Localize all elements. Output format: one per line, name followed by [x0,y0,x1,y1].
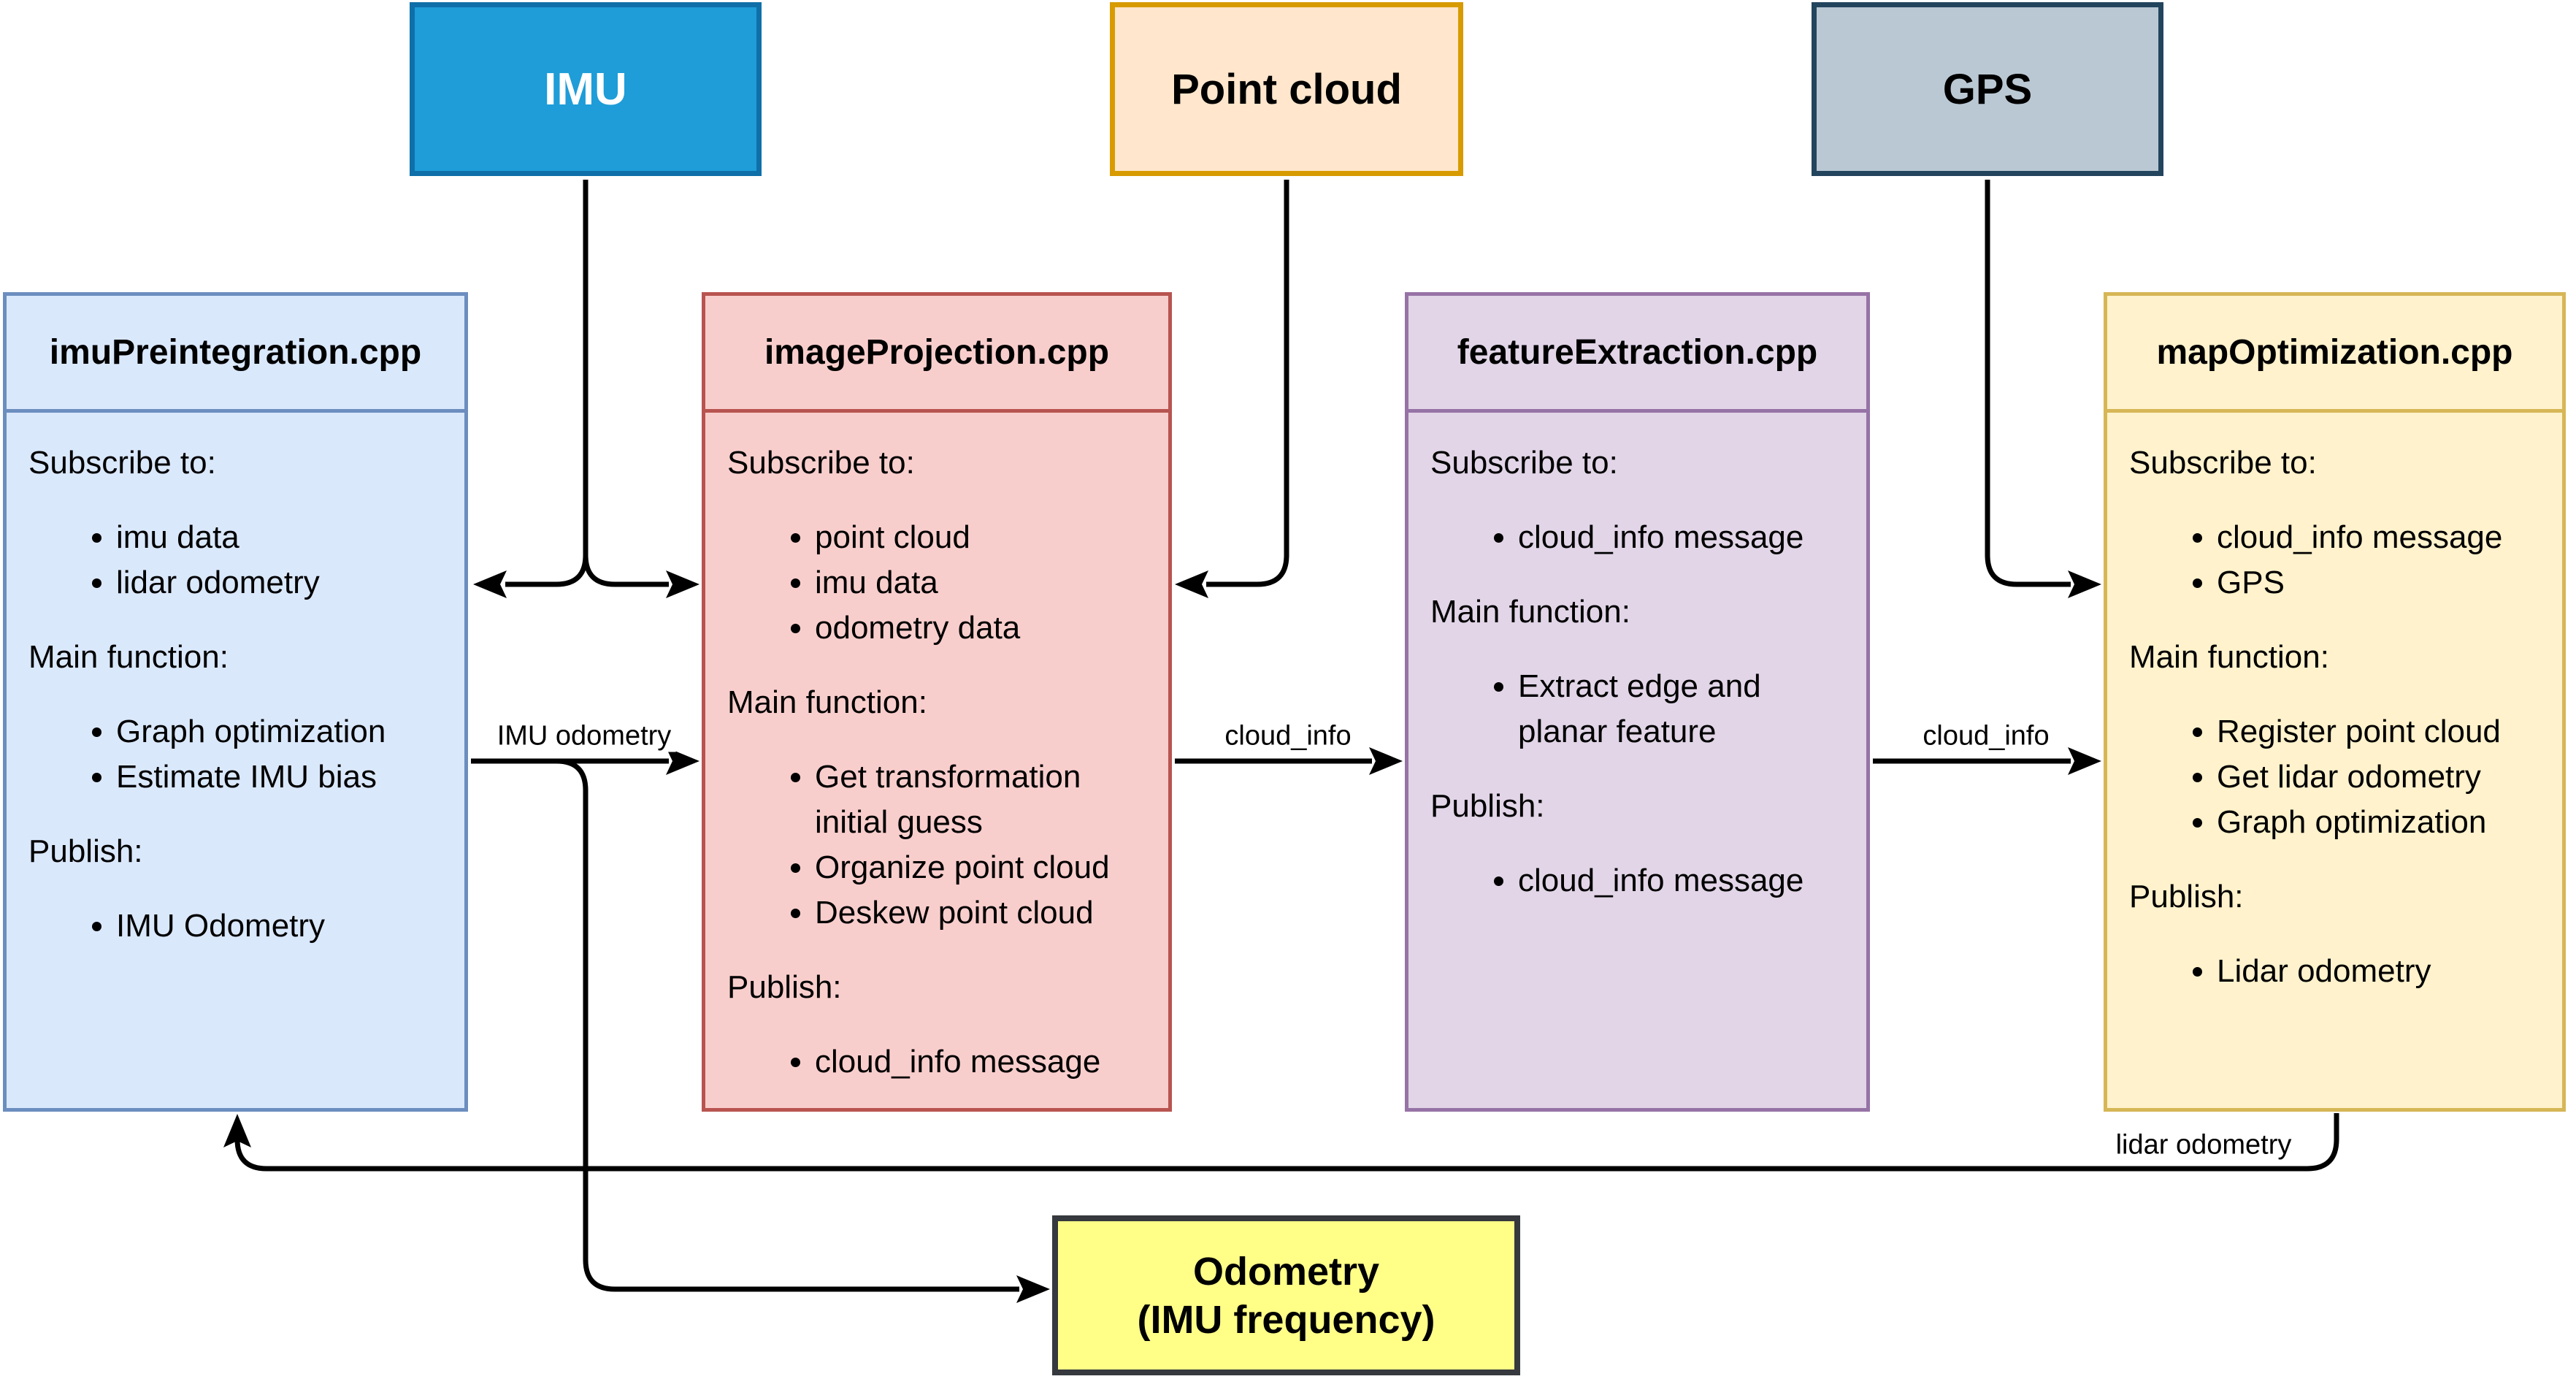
edge-pointcloud-to-projection [1206,180,1289,587]
odometry-output-line1: Odometry [1192,1249,1380,1294]
arrowhead-cloud-info-b [2068,747,2101,775]
section-label: Publish: [28,833,143,869]
node-map-optimization: mapOptimization.cpp Subscribe to: cloud_… [2104,292,2566,1112]
section-label: Subscribe to: [727,445,915,481]
list-item: cloud_info message [1518,515,1852,560]
bullet-list: cloud_info message [1430,515,1852,560]
section-label: Subscribe to: [2129,445,2317,481]
module-title: mapOptimization.cpp [2107,296,2562,413]
bullet-list: Graph optimization Estimate IMU bias [28,709,450,800]
edge-gps-to-mapoptimization [1985,180,2071,587]
list-item: Register point cloud [2217,709,2548,755]
node-imu-label: IMU [544,64,627,115]
node-point-cloud-label: Point cloud [1171,65,1402,113]
edge-label-cloud-info-b: cloud_info [1918,720,2054,752]
node-imu-preintegration: imuPreintegration.cpp Subscribe to: imu … [3,292,468,1112]
list-item: cloud_info message [2217,515,2548,560]
section-label: Subscribe to: [28,445,216,481]
edge-label-lidar-odometry: lidar odometry [2111,1129,2296,1161]
node-gps-label: GPS [1942,65,2033,113]
list-item: cloud_info message [815,1039,1154,1085]
node-gps: GPS [1812,2,2163,176]
arrowhead-feedback-up [223,1114,251,1147]
module-body: Subscribe to: imu data lidar odometry Ma… [7,413,464,949]
bullet-list: cloud_info message [1430,858,1852,904]
bullet-list: cloud_info message GPS [2129,515,2548,606]
list-item: cloud_info message [1518,858,1852,904]
edge-label-imu-odometry: IMU odometry [492,720,676,752]
odometry-output-line2: (IMU frequency) [1137,1297,1435,1342]
bullet-list: imu data lidar odometry [28,515,450,606]
list-item: imu data [815,560,1154,606]
bullet-list: point cloud imu data odometry data [727,515,1154,651]
node-feature-extraction: featureExtraction.cpp Subscribe to: clou… [1405,292,1870,1112]
list-item: lidar odometry [116,560,450,606]
module-title: imuPreintegration.cpp [7,296,464,413]
section-label: Subscribe to: [1430,445,1618,481]
section-label: Publish: [2129,879,2244,914]
list-item: Get lidar odometry [2217,755,2548,800]
node-imu: IMU [410,2,762,176]
arrowhead-into-output-box [1016,1275,1050,1303]
list-item: Deskew point cloud [815,890,1154,936]
arrowhead-gps-into-mapoptimization [2068,570,2101,598]
list-item: Lidar odometry [2217,949,2548,994]
section-label: Main function: [2129,639,2329,675]
list-item: Extract edge and planar feature [1518,664,1852,755]
list-item: Get transformation initial guess [815,755,1154,845]
edge-imu-to-preintegration [505,554,589,587]
list-item: IMU Odometry [116,904,450,949]
list-item: Graph optimization [116,709,450,755]
module-title: featureExtraction.cpp [1408,296,1866,413]
edge-imu-odometry-branch [556,758,1019,1292]
arrowhead-into-preintegration-right [473,570,507,598]
bullet-list: Register point cloud Get lidar odometry … [2129,709,2548,845]
arrowhead-into-projection-left [666,570,699,598]
list-item: imu data [116,515,450,560]
bullet-list: Extract edge and planar feature [1430,664,1852,755]
arrowhead-cloud-info-a [1369,747,1403,775]
edge-imu-to-projection [583,554,669,587]
module-body: Subscribe to: cloud_info message Main fu… [1408,413,1866,904]
bullet-list: cloud_info message [727,1039,1154,1085]
edge-label-cloud-info-a: cloud_info [1220,720,1356,752]
list-item: Organize point cloud [815,845,1154,890]
bullet-list: Get transformation initial guess Organiz… [727,755,1154,936]
arrowhead-into-projection-right [1175,570,1208,598]
node-odometry-output: Odometry (IMU frequency) [1052,1215,1520,1375]
arrowhead-imu-odometry [666,747,699,775]
module-body: Subscribe to: cloud_info message GPS Mai… [2107,413,2562,994]
section-label: Main function: [28,639,229,675]
module-title: imageProjection.cpp [705,296,1168,413]
list-item: GPS [2217,560,2548,606]
list-item: odometry data [815,606,1154,651]
list-item: point cloud [815,515,1154,560]
section-label: Publish: [1430,788,1545,824]
bullet-list: IMU Odometry [28,904,450,949]
list-item: Estimate IMU bias [116,755,450,800]
section-label: Main function: [727,684,927,720]
section-label: Publish: [727,969,842,1005]
node-point-cloud: Point cloud [1110,2,1463,176]
list-item: Graph optimization [2217,800,2548,845]
node-image-projection: imageProjection.cpp Subscribe to: point … [702,292,1172,1112]
bullet-list: Lidar odometry [2129,949,2548,994]
edge-lidar-odometry-feedback [234,1113,2339,1172]
section-label: Main function: [1430,594,1630,630]
module-body: Subscribe to: point cloud imu data odome… [705,413,1168,1085]
